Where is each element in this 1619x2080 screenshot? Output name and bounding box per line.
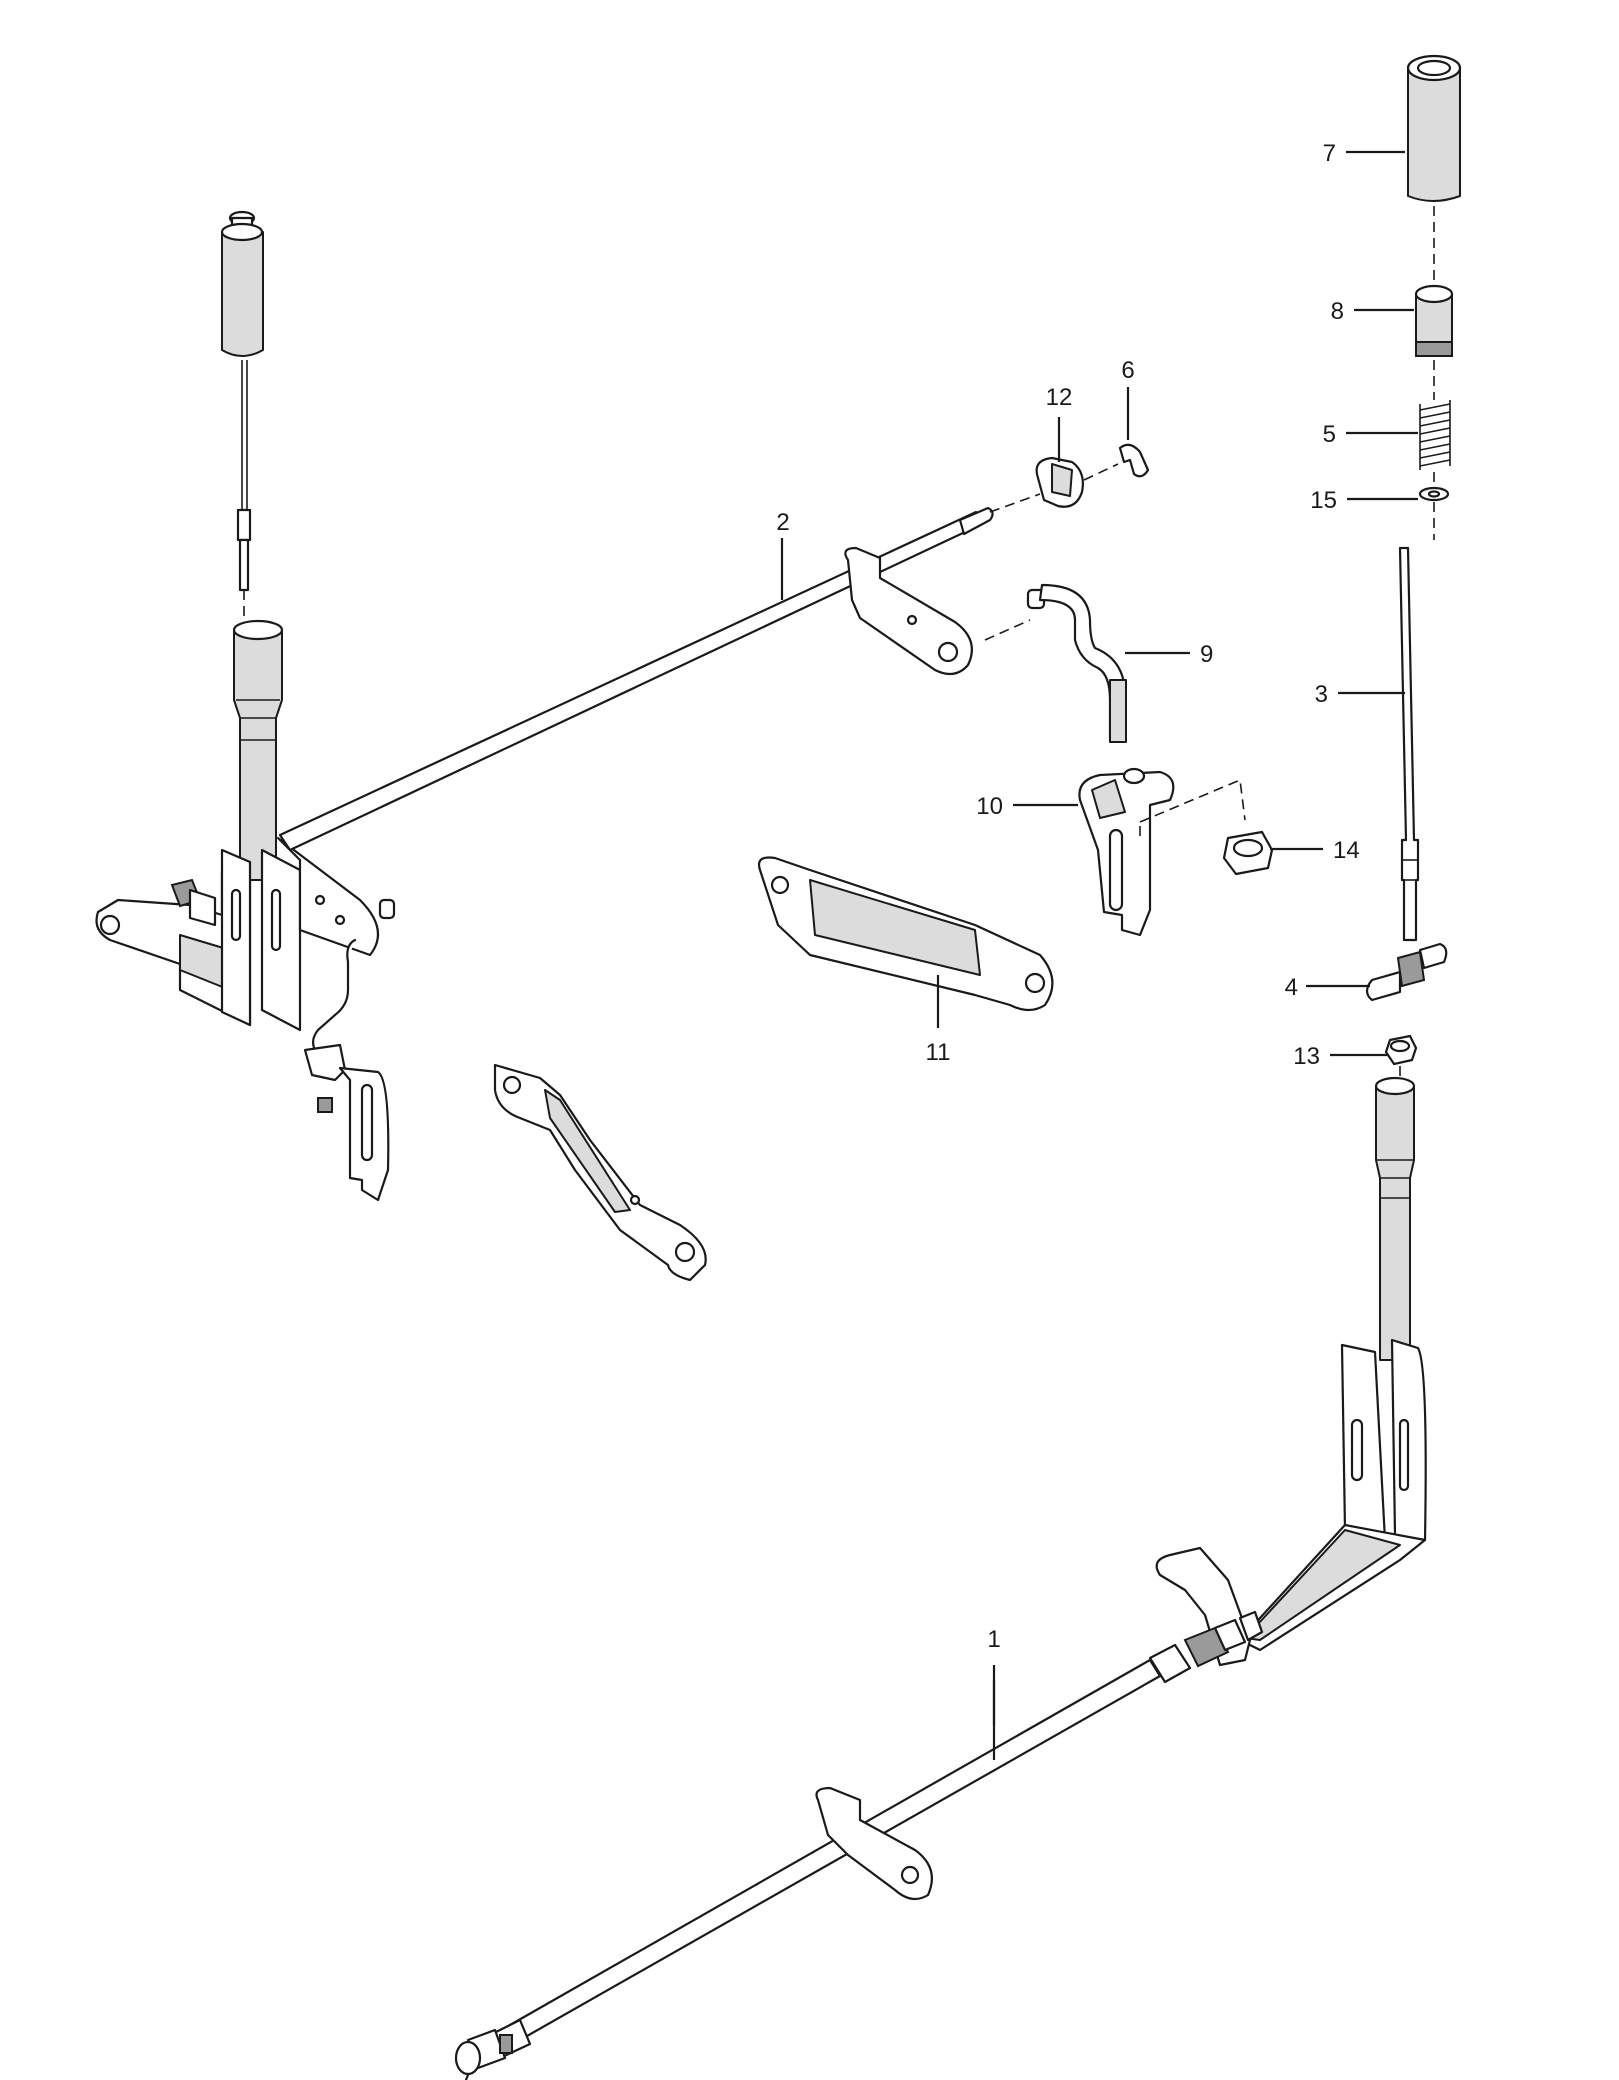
part-15-washer: [1418, 486, 1450, 540]
left-lever-tube: [232, 619, 284, 881]
part-7-grip: [1406, 54, 1462, 280]
callout-label-2: 2: [776, 509, 789, 536]
callout-label-8: 8: [1331, 298, 1344, 325]
callout-label-9: 9: [1200, 641, 1213, 668]
unlabeled-link-plate: [493, 1063, 707, 1282]
callout-label-12: 12: [1046, 384, 1073, 411]
part-2-shaft: [278, 493, 1041, 852]
part-1-shaft: [454, 1610, 1264, 2080]
part-5-spring: [1419, 400, 1451, 486]
part-6-ring: [1118, 443, 1150, 478]
callout-leaders: [780, 150, 1418, 1760]
left-lever-assembly: [95, 210, 396, 1202]
part-10-lever: [1078, 767, 1246, 937]
left-link: [303, 938, 390, 1202]
left-knob: [220, 210, 264, 357]
part-8-sleeve: [1414, 284, 1454, 400]
callout-label-4: 4: [1285, 974, 1298, 1001]
callout-label-10: 10: [976, 793, 1003, 820]
callout-label-15: 15: [1310, 487, 1337, 514]
left-bracket: [95, 836, 396, 1032]
right-lever-tube: [1374, 1076, 1416, 1361]
callout-labels: 1 2 3 4 5 6 7 8 9 10 11 12 13 14 15: [776, 140, 1359, 1653]
right-bracket: [1155, 1338, 1427, 1667]
callout-label-3: 3: [1315, 681, 1328, 708]
callout-label-5: 5: [1323, 421, 1336, 448]
callout-label-7: 7: [1323, 140, 1336, 167]
callout-label-14: 14: [1333, 837, 1360, 864]
part-13-nut: [1384, 1034, 1418, 1080]
part-11-link: [757, 856, 1054, 1012]
part-9-rod: [984, 583, 1127, 743]
part-4-pin: [1365, 942, 1448, 1002]
part-12-clip: [1035, 456, 1119, 508]
callout-label-1: 1: [987, 1626, 1000, 1653]
callout-label-6: 6: [1121, 357, 1134, 384]
part-14-nut: [1222, 830, 1274, 876]
callout-label-13: 13: [1293, 1043, 1320, 1070]
callout-label-11: 11: [926, 1039, 951, 1066]
part-3-rod: [1398, 546, 1420, 942]
